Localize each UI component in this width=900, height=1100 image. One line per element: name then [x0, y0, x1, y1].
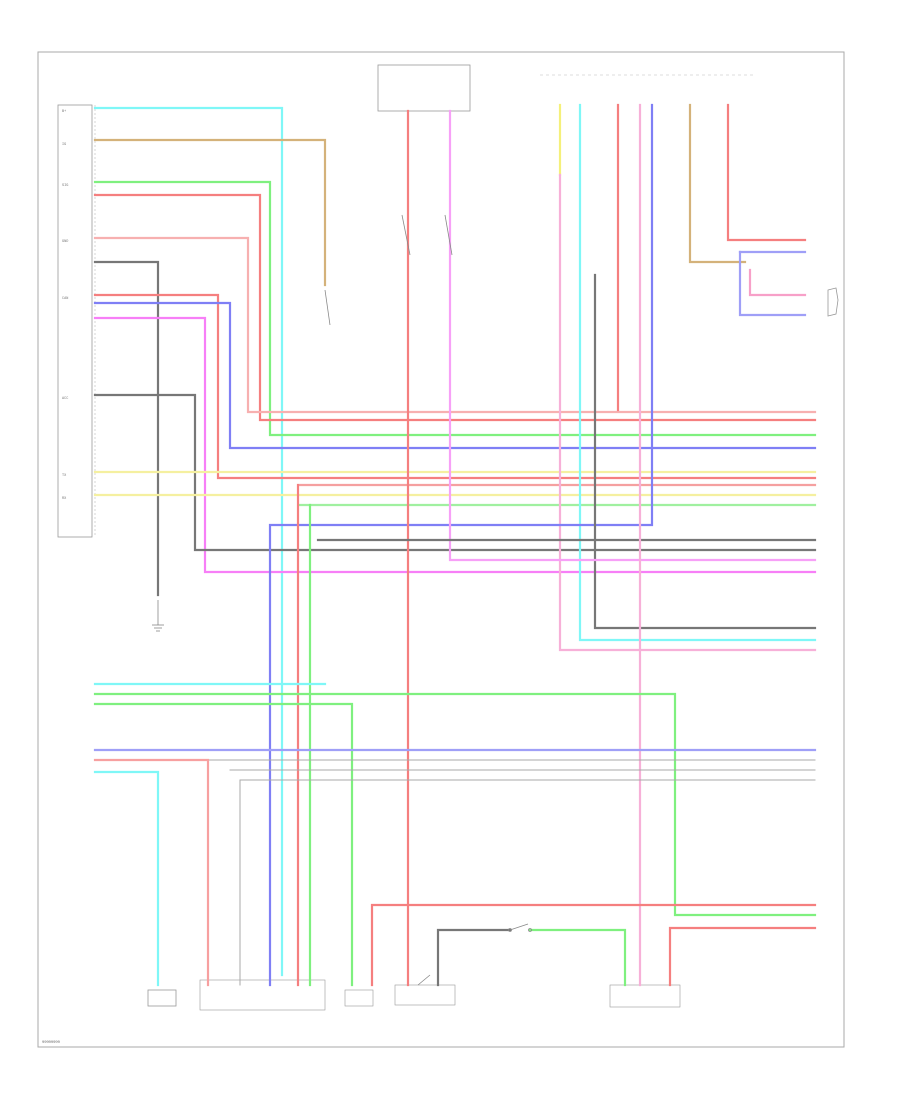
wire-red-2: [93, 293, 817, 480]
wire-red-bottom: [370, 903, 817, 987]
switch-symbols: [324, 214, 532, 986]
pin-labels: B+ IG SIG GND CAN ACC TX RX: [62, 110, 68, 501]
ground-symbol: [152, 600, 164, 632]
wire-tan-1: [93, 138, 327, 287]
wire-cyan-top: [578, 103, 817, 642]
right-sensor-symbol: [827, 287, 839, 317]
bottom-switch-box: [344, 989, 374, 1007]
bottom-module-box: [199, 979, 326, 1011]
wire-blue-top: [268, 103, 654, 987]
wire-pink-top: [558, 173, 817, 652]
wire-magenta-1: [93, 316, 817, 574]
wire-gray-1: [93, 260, 160, 597]
bottom-sensor-box-1: [147, 989, 177, 1007]
left-ecu-box: [57, 104, 93, 538]
wire-cyan-1: [93, 106, 284, 977]
wire-green-bottom: [528, 928, 627, 987]
svg-text:GND: GND: [62, 240, 68, 244]
wire-gray-top: [593, 273, 817, 630]
svg-text:ACC: ACC: [62, 397, 68, 401]
svg-text:IG: IG: [62, 143, 66, 147]
wire-cyan-3: [93, 770, 160, 987]
svg-text:SIG: SIG: [62, 184, 68, 188]
wire-pink-top-2: [748, 268, 807, 297]
bottom-right-module-box: [609, 984, 681, 1008]
diagram-frame: [37, 51, 845, 1048]
footer-code: 99999999: [42, 1039, 61, 1044]
wire-red-bottom-2: [668, 926, 817, 987]
wire-green-5: [93, 702, 354, 987]
bottom-switch-box-2: [394, 984, 456, 1006]
wire-pink-6: [93, 758, 210, 987]
wire-green-4: [93, 692, 817, 917]
wire-pink-1: [93, 236, 817, 414]
svg-text:B+: B+: [62, 110, 66, 114]
wire-gray-5: [239, 779, 816, 986]
wire-blue-top-2: [738, 250, 807, 317]
wire-red-1: [93, 193, 817, 422]
svg-text:CAN: CAN: [62, 297, 68, 301]
wire-blue-1: [93, 301, 817, 450]
top-relay-box: [377, 64, 471, 112]
wire-magenta-relay: [448, 109, 817, 562]
svg-text:TX: TX: [62, 474, 67, 478]
wire-red-top-2: [726, 103, 807, 242]
wire-gray-bottom: [436, 928, 512, 987]
svg-text:RX: RX: [62, 497, 67, 501]
wire-tan-top: [688, 103, 747, 264]
wires: [93, 103, 817, 987]
wire-green-1: [93, 180, 817, 437]
